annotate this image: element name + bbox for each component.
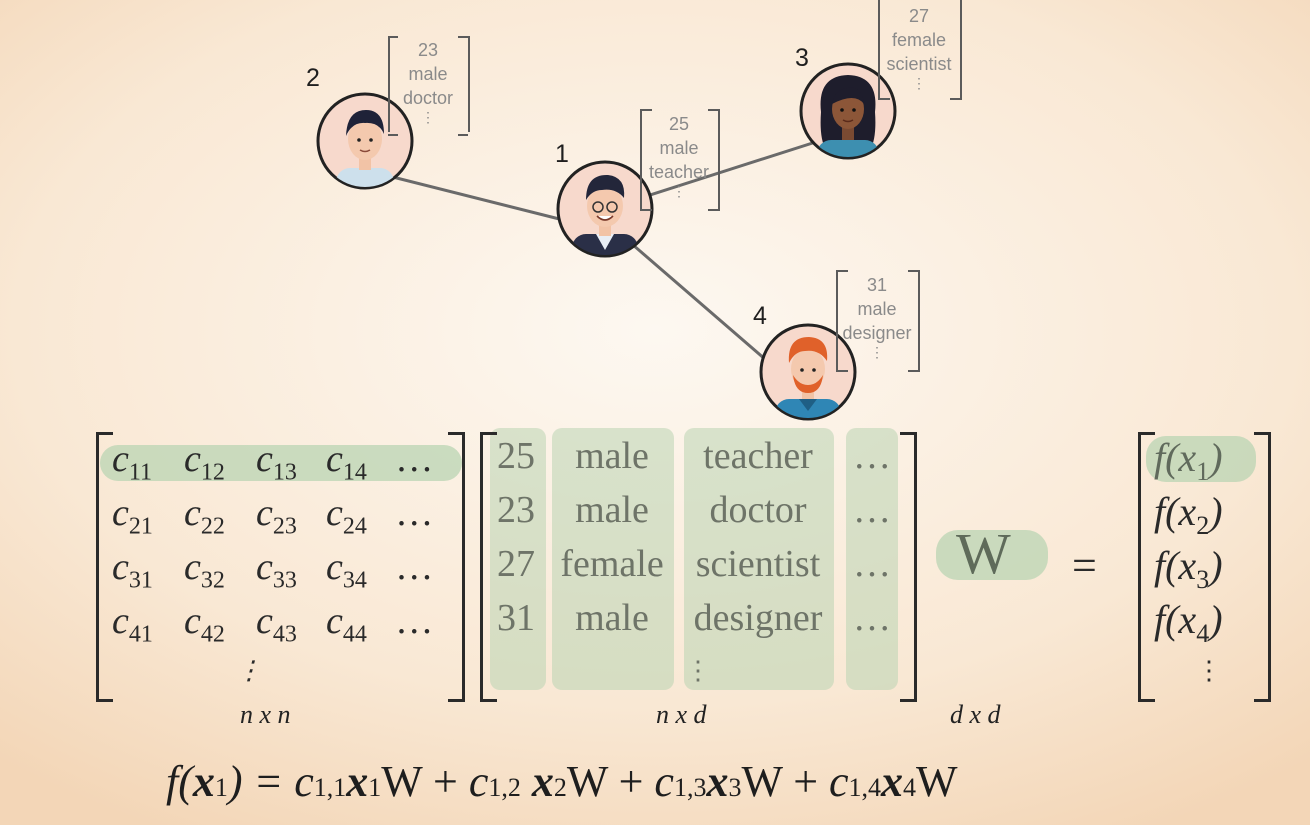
node-1-age: 25	[668, 114, 690, 134]
matrix-c-cell: c32	[184, 546, 225, 594]
node-1-gender: male	[659, 138, 699, 158]
node-1-more: ⋮	[672, 183, 686, 199]
matrix-x-cell: doctor	[709, 489, 807, 531]
matrix-x-right-bracket	[900, 432, 917, 702]
row-1-highlight	[100, 445, 462, 481]
node-2-job: doctor	[402, 88, 454, 108]
node-4-age: 31	[866, 275, 888, 295]
node-3-age: 27	[908, 6, 930, 26]
matrix-c-cell: c13	[256, 438, 297, 486]
col-gender-highlight	[552, 428, 674, 690]
matrix-c-row-ellipsis: …	[398, 600, 432, 642]
result-ellipsis: ⋮	[1196, 656, 1222, 685]
node-2-more: ⋮	[421, 109, 435, 125]
result-right-bracket	[1254, 432, 1271, 702]
node-1-job: teacher	[648, 162, 710, 182]
matrix-c-cell: c33	[256, 546, 297, 594]
node-4-job: designer	[842, 323, 912, 343]
matrix-c-row-ellipsis: …	[398, 546, 432, 588]
node-3-more: ⋮	[912, 75, 926, 91]
node-3-label: 3	[795, 44, 809, 72]
matrix-c-cell: c43	[256, 600, 297, 648]
weight-highlight	[936, 530, 1048, 580]
node-1-attributes: 25 male teacher ⋮	[629, 112, 729, 198]
node-3-attributes: 27 female scientist ⋮	[869, 4, 969, 90]
result-entry: f(x2)	[1154, 489, 1223, 540]
matrix-c-right-bracket	[448, 432, 465, 702]
matrix-c-cell: c12	[184, 438, 225, 486]
node-3-job: scientist	[886, 54, 952, 74]
result-entry: f(x1)	[1154, 435, 1223, 486]
equals-sign: =	[1072, 541, 1097, 590]
matrix-c-row-ellipsis: …	[398, 438, 432, 480]
col-more-highlight	[846, 428, 898, 690]
matrix-x-cell: female	[560, 543, 664, 585]
matrix-c-cell: c31	[112, 546, 153, 594]
matrix-c-cell: c44	[326, 600, 367, 648]
matrix-x-cell: 27	[497, 543, 535, 585]
node-4-label: 4	[753, 302, 767, 330]
matrix-x-cell: 25	[497, 435, 535, 477]
avatar-4-icon	[759, 323, 857, 421]
matrix-c-cell: c14	[326, 438, 367, 486]
node-2-label: 2	[306, 64, 320, 92]
col-job-highlight	[684, 428, 834, 690]
aggregation-formula: f(x1) = c1,1x1W + c1,2 x2W + c1,3x3W + c…	[160, 752, 1060, 812]
matrix-x-cell: …	[853, 435, 891, 477]
result-entry: f(x4)	[1154, 597, 1223, 648]
result-entry: f(x3)	[1154, 543, 1223, 594]
matrix-x-cell: …	[853, 543, 891, 585]
result-left-bracket	[1138, 432, 1155, 702]
result-1-highlight	[1146, 436, 1256, 482]
matrix-x-cell: 23	[497, 489, 535, 531]
node-4-more: ⋮	[870, 344, 884, 360]
matrix-x-left-bracket	[480, 432, 497, 702]
matrix-x-cell: …	[853, 597, 891, 639]
matrix-x-cell: male	[575, 489, 649, 531]
node-4-attributes: 31 male designer ⋮	[827, 273, 927, 359]
matrix-x-cell: male	[575, 435, 649, 477]
matrix-c-row-ellipsis: …	[398, 492, 432, 534]
matrix-x-cell: designer	[693, 597, 823, 639]
matrix-c-left-bracket	[96, 432, 113, 702]
matrix-x-cell: male	[575, 597, 649, 639]
node-4-gender: male	[857, 299, 897, 319]
matrix-x-col-ellipsis: ⋮	[685, 656, 711, 685]
matrix-x-cell: 31	[497, 597, 535, 639]
matrix-x-dimension: n x d	[656, 700, 707, 729]
matrix-c-cell: c23	[256, 492, 297, 540]
matrix-x-cell: scientist	[695, 543, 821, 585]
node-2-attributes: 23 male doctor ⋮	[378, 38, 478, 124]
weight-matrix: W	[956, 521, 1011, 586]
matrix-c-col-ellipsis: ⋮	[236, 656, 262, 685]
weight-dimension: d x d	[950, 700, 1001, 729]
matrix-x-cell: teacher	[703, 435, 813, 477]
node-2-gender: male	[408, 64, 448, 84]
matrix-c-cell: c11	[112, 438, 152, 486]
matrix-c-cell: c42	[184, 600, 225, 648]
matrix-c-cell: c22	[184, 492, 225, 540]
node-2-attr-bracket	[388, 36, 470, 132]
matrix-c-cell: c21	[112, 492, 153, 540]
matrix-x-cell: …	[853, 489, 891, 531]
matrix-c-dimension: n x n	[240, 700, 291, 729]
avatar-3-icon	[799, 62, 897, 160]
formula-text: f(x1) = c1,1x1W + c1,2 x2W + c1,3x3W + c…	[166, 757, 958, 806]
avatar-1-icon	[556, 160, 654, 258]
col-age-highlight	[490, 428, 546, 690]
node-2-age: 23	[417, 40, 439, 60]
matrix-c-cell: c34	[326, 546, 367, 594]
matrix-c-cell: c41	[112, 600, 153, 648]
matrix-c-cell: c24	[326, 492, 367, 540]
node-3-gender: female	[891, 30, 947, 50]
formula-svg: f(x1) = c1,1x1W + c1,2 x2W + c1,3x3W + c…	[166, 757, 958, 806]
node-1-label: 1	[555, 140, 569, 168]
